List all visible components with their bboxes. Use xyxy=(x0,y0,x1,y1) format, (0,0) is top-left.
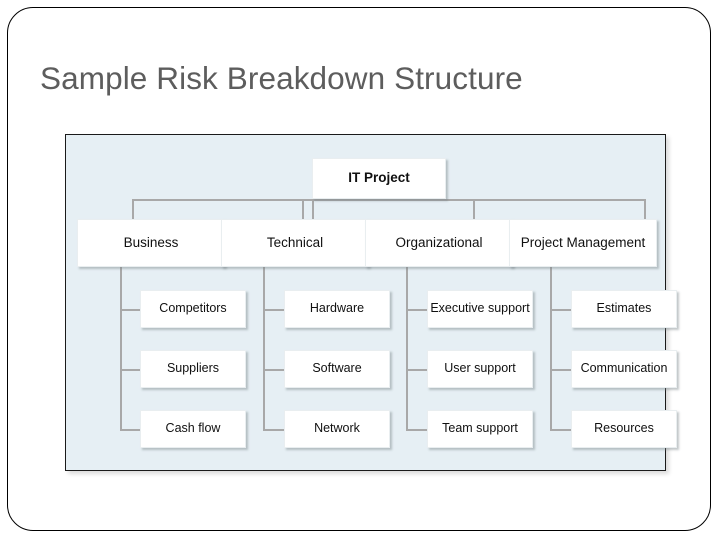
node-competitors[interactable]: Competitors xyxy=(140,290,246,328)
node-it-project[interactable]: IT Project xyxy=(312,158,446,199)
node-technical[interactable]: Technical xyxy=(221,219,369,267)
connector-trunk-project-management xyxy=(550,267,552,431)
connector-stub-network xyxy=(263,429,285,431)
node-label: Competitors xyxy=(159,301,227,316)
node-business[interactable]: Business xyxy=(77,219,225,267)
node-executive-support[interactable]: Executive support xyxy=(427,290,533,328)
node-label: User support xyxy=(444,361,516,376)
node-resources[interactable]: Resources xyxy=(571,410,677,448)
node-label: Cash flow xyxy=(165,421,221,436)
node-hardware[interactable]: Hardware xyxy=(284,290,390,328)
connector-drop-business xyxy=(132,199,134,219)
connector-stub-executive-support xyxy=(406,309,428,311)
node-project-management[interactable]: Project Management xyxy=(509,219,657,267)
node-team-support[interactable]: Team support xyxy=(427,410,533,448)
page-title: Sample Risk Breakdown Structure xyxy=(40,60,523,96)
slide-frame: Sample Risk Breakdown Structure xyxy=(7,7,711,531)
connector-stub-communication xyxy=(550,369,572,371)
node-user-support[interactable]: User support xyxy=(427,350,533,388)
node-estimates[interactable]: Estimates xyxy=(571,290,677,328)
diagram-canvas: IT Project Business Technical Organizati… xyxy=(66,135,677,472)
connector-stub-hardware xyxy=(263,309,285,311)
node-label: Software xyxy=(312,361,362,376)
node-label: Communication xyxy=(580,361,668,376)
node-label: Executive support xyxy=(430,301,530,316)
node-suppliers[interactable]: Suppliers xyxy=(140,350,246,388)
connector-trunk-organizational xyxy=(406,267,408,431)
node-label: Hardware xyxy=(309,301,365,316)
connector-stub-software xyxy=(263,369,285,371)
node-label: Technical xyxy=(266,234,324,250)
connector-stub-estimates xyxy=(550,309,572,311)
connector-stub-resources xyxy=(550,429,572,431)
connector-stub-team-support xyxy=(406,429,428,431)
node-label: Team support xyxy=(442,421,518,436)
node-cash-flow[interactable]: Cash flow xyxy=(140,410,246,448)
connector-main-bus xyxy=(132,199,644,201)
node-label: Suppliers xyxy=(166,361,220,376)
connector-stub-suppliers xyxy=(120,369,142,371)
connector-drop-organizational xyxy=(473,199,475,219)
connector-root-down xyxy=(312,199,314,219)
node-label: Organizational xyxy=(395,234,483,250)
risk-breakdown-diagram: IT Project Business Technical Organizati… xyxy=(65,134,677,472)
connector-stub-user-support xyxy=(406,369,428,371)
node-label: Business xyxy=(123,234,179,250)
connector-drop-technical xyxy=(302,199,304,219)
connector-trunk-business xyxy=(120,267,122,431)
node-label: Project Management xyxy=(520,234,646,250)
node-label: Resources xyxy=(594,421,654,436)
connector-stub-cash-flow xyxy=(120,429,142,431)
node-network[interactable]: Network xyxy=(284,410,390,448)
node-organizational[interactable]: Organizational xyxy=(365,219,513,267)
node-communication[interactable]: Communication xyxy=(571,350,677,388)
connector-stub-competitors xyxy=(120,309,142,311)
connector-trunk-technical xyxy=(263,267,265,431)
node-label: Network xyxy=(314,421,360,436)
connector-drop-project-management xyxy=(644,199,646,219)
node-software[interactable]: Software xyxy=(284,350,390,388)
node-label: Estimates xyxy=(596,301,652,316)
node-label: IT Project xyxy=(348,170,410,186)
